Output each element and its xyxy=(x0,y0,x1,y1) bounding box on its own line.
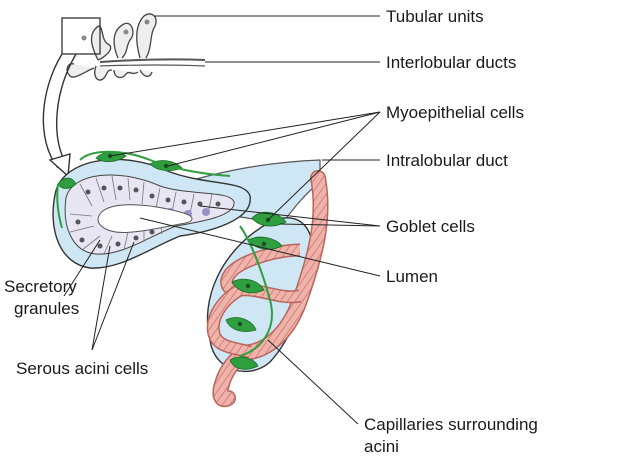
label-serous-acini-cells: Serous acini cells xyxy=(16,359,148,378)
label-lumen: Lumen xyxy=(386,267,438,286)
label-goblet-cells: Goblet cells xyxy=(386,217,475,236)
leader-lines xyxy=(63,15,381,425)
tubular-units-inset xyxy=(61,13,206,81)
lumen-shape xyxy=(97,204,193,233)
label-secretory-granules-1: Secretory xyxy=(4,277,77,296)
label-myoepithelial-cells: Myoepithelial cells xyxy=(386,103,524,122)
label-intralobular-duct: Intralobular duct xyxy=(386,151,508,170)
label-interlobular-ducts: Interlobular ducts xyxy=(386,53,516,72)
zoom-arrow xyxy=(42,53,63,169)
label-capillaries-1: Capillaries surrounding xyxy=(364,415,538,434)
serous-acinus xyxy=(52,158,251,269)
label-tubular-units: Tubular units xyxy=(386,7,484,26)
arrow-head xyxy=(48,153,71,178)
label-capillaries-2: acini xyxy=(364,437,399,456)
inset-box xyxy=(61,17,101,55)
label-secretory-granules-2: granules xyxy=(14,299,79,318)
capillary xyxy=(213,171,328,406)
